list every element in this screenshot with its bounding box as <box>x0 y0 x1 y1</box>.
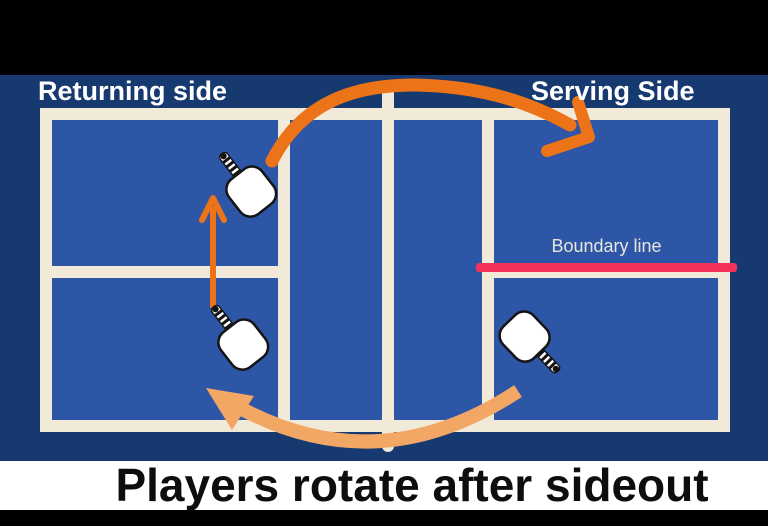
rotation-arrow-bottom-head-icon <box>206 388 254 430</box>
caption-text: Players rotate after sideout <box>115 459 709 511</box>
rotation-arrow-bottom-icon <box>238 385 522 449</box>
boundary-line <box>476 263 737 272</box>
serving-side-label: Serving Side <box>531 76 695 106</box>
rotation-arrow-top-head-icon <box>541 96 595 157</box>
caption-band <box>0 461 768 510</box>
boundary-line-label: Boundary line <box>551 236 662 256</box>
rotation-arrow-top-icon <box>265 78 577 168</box>
centerline-left <box>40 266 290 278</box>
player-advance-arrow-head-icon <box>199 195 227 223</box>
returning-side-label: Returning side <box>38 76 228 106</box>
